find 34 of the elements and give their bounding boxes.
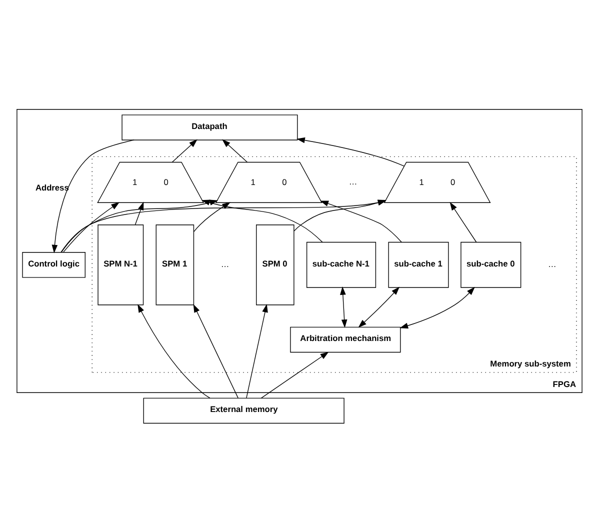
edge-label: Address <box>35 182 69 193</box>
node-box: External memory <box>143 398 344 424</box>
arrow <box>400 286 475 329</box>
arrow <box>260 352 329 398</box>
label: … <box>220 259 230 270</box>
node-box: SPM N-1 <box>98 224 144 306</box>
arrow <box>194 202 231 232</box>
arrow <box>60 200 386 253</box>
arrow <box>134 202 144 226</box>
arrow <box>294 200 386 232</box>
arrow <box>340 286 348 328</box>
arrow <box>222 139 248 162</box>
arrow <box>193 304 238 398</box>
arrow <box>52 140 134 254</box>
node-box: Control logic <box>22 252 86 278</box>
label: … <box>548 259 556 270</box>
node-box: sub-cache 0 <box>460 242 522 288</box>
node-box: SPM 0 <box>256 224 294 306</box>
arrow <box>246 304 268 398</box>
arrow <box>172 139 198 162</box>
arrow <box>296 137 404 166</box>
node-box: Arbitration mechanism <box>290 326 401 353</box>
node-box: Datapath <box>122 114 298 140</box>
arrow <box>61 200 218 253</box>
arrow <box>358 286 400 328</box>
arrow <box>62 202 120 253</box>
arrow <box>450 202 477 243</box>
label: … <box>348 176 358 187</box>
arrow <box>201 200 323 243</box>
node-box: SPM 1 <box>156 224 194 306</box>
arrow <box>320 200 402 242</box>
node-box: sub-cache N-1 <box>306 242 376 288</box>
node-box: sub-cache 1 <box>388 242 449 288</box>
arrow <box>138 304 210 398</box>
